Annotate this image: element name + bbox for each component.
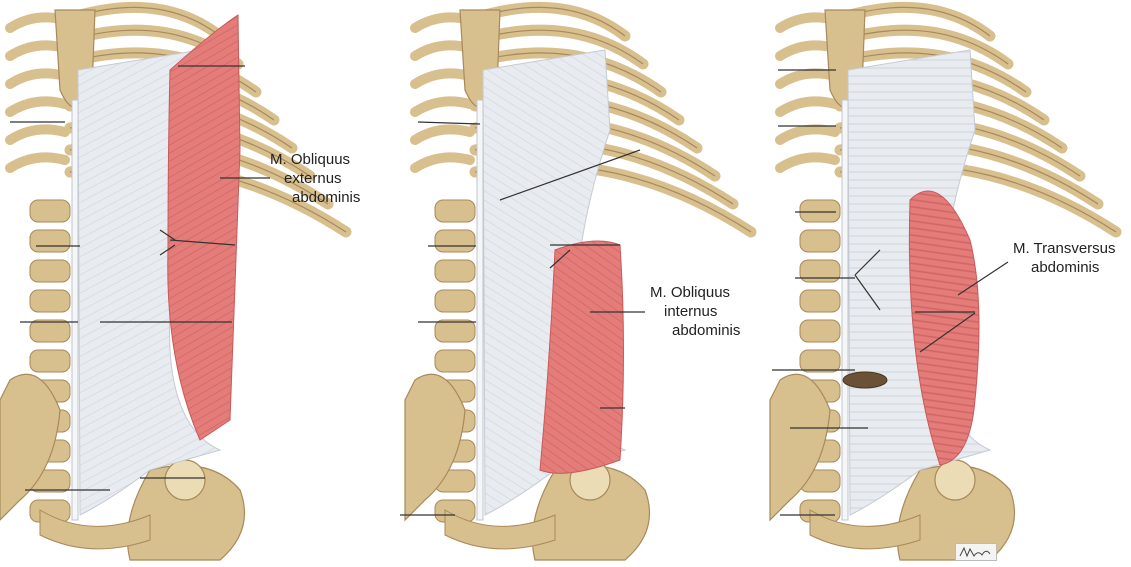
muscle-belly [168,15,240,440]
vertebra [800,230,840,252]
rib [10,101,65,112]
label-line: M. Obliquus [270,150,360,169]
aponeurosis-opening [843,372,887,388]
rib [415,157,470,168]
femoral-head [935,460,975,500]
signature-scribble [956,544,996,560]
linea-alba [842,100,848,520]
rib [415,129,470,140]
vertebra [435,200,475,222]
vertebra [800,290,840,312]
label-line: abdominis [650,321,740,340]
rib [10,73,65,84]
vertebra [30,320,70,342]
label-line: M. Obliquus [650,283,740,302]
vertebra [30,290,70,312]
iliac-crest-left [405,374,465,520]
vertebra [800,320,840,342]
rib [10,157,65,168]
vertebra [800,200,840,222]
vertebra [30,200,70,222]
rib [780,157,835,168]
label-line: externus [270,169,360,188]
vertebra [800,260,840,282]
rib [415,73,470,84]
rib [780,101,835,112]
vertebra [800,350,840,372]
linea-alba [72,100,78,520]
vertebra [435,260,475,282]
linea-alba [477,100,483,520]
label-transversus: M. Transversus abdominis [1013,239,1116,277]
artist-signature [955,543,997,561]
label-line: M. Transversus [1013,239,1116,258]
vertebra [435,230,475,252]
label-line: internus [650,302,740,321]
iliac-crest-left [0,374,60,520]
rib [780,73,835,84]
label-internal-oblique: M. Obliquus internus abdominis [650,283,740,340]
vertebra [435,320,475,342]
vertebra [30,260,70,282]
rib [10,129,65,140]
femoral-head [165,460,205,500]
leader-line [418,122,480,124]
label-line: abdominis [1013,258,1116,277]
vertebra [30,230,70,252]
rib [780,129,835,140]
vertebra [435,290,475,312]
label-line: abdominis [270,188,360,207]
rib [415,101,470,112]
vertebra [30,350,70,372]
iliac-crest-left [770,374,830,520]
label-external-oblique: M. Obliquus externus abdominis [270,150,360,207]
vertebra [435,350,475,372]
